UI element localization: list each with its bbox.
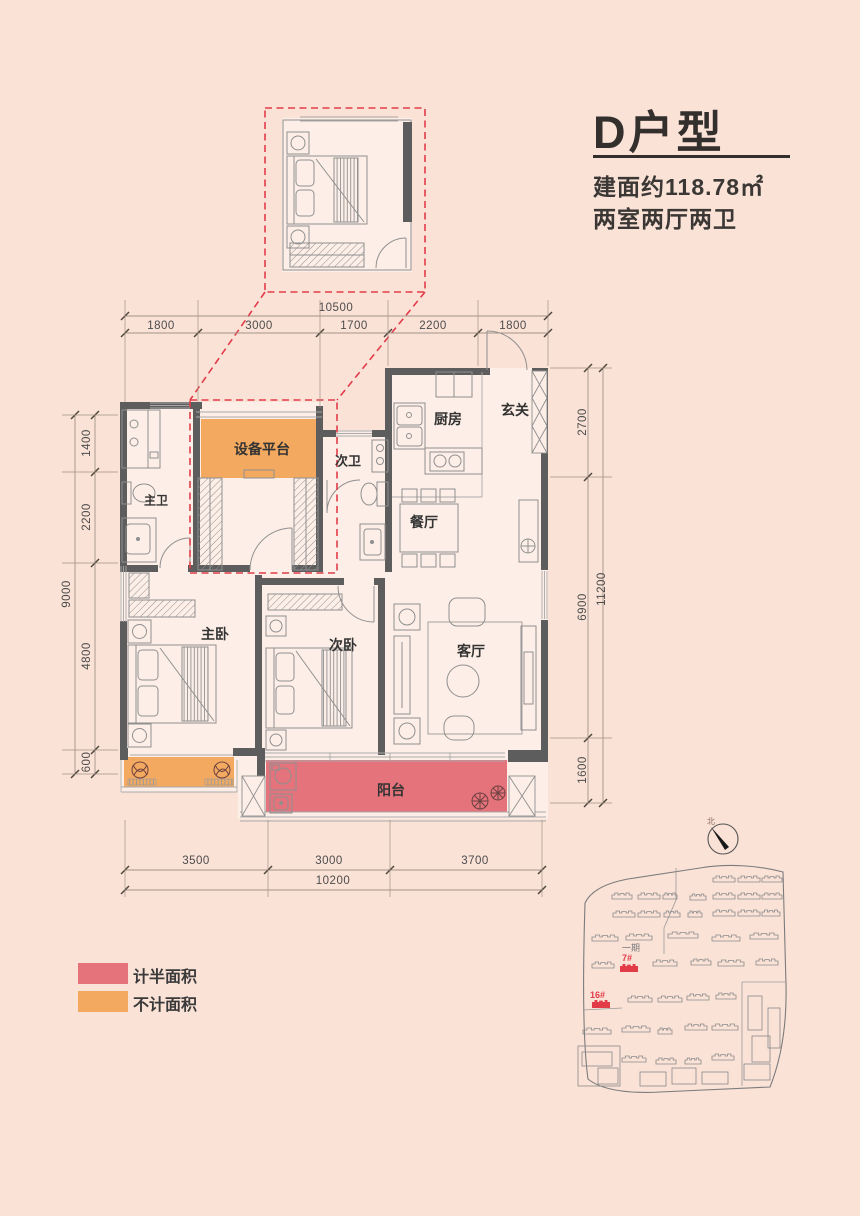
legend-label-excluded-area: 不计面积 <box>133 997 198 1014</box>
balcony-plant-1 <box>471 792 489 810</box>
callout-line-right <box>336 291 426 401</box>
dim-top-seg-0: 1800 <box>147 320 175 332</box>
dim-right-seg-1: 6900 <box>577 593 589 621</box>
balcony-column-left <box>241 775 266 817</box>
walkin-closet-furniture <box>197 469 319 571</box>
shaft-columns <box>241 370 548 817</box>
balcony-fixtures <box>269 762 297 814</box>
bay-plant-2 <box>213 761 231 779</box>
room-label-balcony: 阳台 <box>377 782 405 798</box>
second-bedroom-door <box>337 585 375 623</box>
site-roads <box>582 868 786 1086</box>
site-lowrise <box>639 1067 729 1087</box>
building-16-label: 16# <box>590 990 605 1000</box>
building-7-label: 7# <box>622 953 632 963</box>
dimension-lines <box>62 300 612 897</box>
dim-left-seg-3: 600 <box>81 751 93 773</box>
room-label-master-bedroom: 主卧 <box>201 626 229 642</box>
dim-top-seg-3: 2200 <box>419 320 447 332</box>
plan-callout-box <box>189 399 338 574</box>
entry-shaft <box>531 370 548 454</box>
phase-label: 一期 <box>622 943 640 953</box>
master-bath-window <box>150 402 190 409</box>
room-label-second-bedroom: 次卧 <box>329 637 357 653</box>
entry-cabinet <box>518 499 539 563</box>
dim-right-seg-0: 2700 <box>577 408 589 436</box>
dim-left-seg-2: 4800 <box>81 642 93 670</box>
master-bedroom-furniture <box>127 572 217 748</box>
platform-parapet <box>196 411 322 418</box>
dim-bottom-seg-0: 3500 <box>182 855 210 867</box>
room-label-master-bath: 主卫 <box>143 493 169 508</box>
page-title: D户型 <box>593 107 725 158</box>
dim-right-seg-2: 1600 <box>577 756 589 784</box>
legend-swatch-excluded-area <box>78 991 128 1012</box>
bay-plant-1 <box>131 761 149 779</box>
colored-zones <box>124 419 507 812</box>
site-boundary <box>583 864 787 1093</box>
living-room-furniture <box>393 597 537 745</box>
dim-left-seg-1: 2200 <box>81 503 93 531</box>
room-label-entry: 玄关 <box>501 402 529 418</box>
windows <box>120 372 548 822</box>
equipment-platform-zone <box>201 419 319 478</box>
room-label-living: 客厅 <box>457 643 485 659</box>
kitchen-fixtures <box>393 371 483 475</box>
dim-top-seg-4: 1800 <box>499 320 527 332</box>
balcony-sliding-door <box>265 752 505 762</box>
plants <box>131 761 506 810</box>
dim-right-total: 11200 <box>596 572 608 606</box>
legend-label-half-area: 计半面积 <box>133 969 198 986</box>
master-bath-fixtures <box>121 409 161 563</box>
room-label-dining: 餐厅 <box>410 514 438 530</box>
site-plan: 一期 7# 16# 北 <box>577 817 787 1093</box>
legend-swatch-half-area <box>78 963 128 984</box>
entry-door <box>486 330 528 371</box>
dim-bottom-seg-1: 3000 <box>315 855 343 867</box>
balcony-column-right <box>508 775 536 817</box>
balcony-plant-2 <box>490 785 506 801</box>
dim-bottom-total: 10200 <box>315 875 351 887</box>
site-compound-right <box>743 995 781 1081</box>
room-label-equipment-platform: 设备平台 <box>234 441 290 457</box>
unit-layout: 两室两厅两卫 <box>593 206 737 232</box>
balcony-zone <box>266 760 507 812</box>
dining-furniture <box>399 488 459 568</box>
dim-top-seg-2: 1700 <box>340 320 368 332</box>
detail-callout <box>282 116 412 271</box>
balcony-rail <box>240 811 546 822</box>
second-bath-window <box>336 430 372 437</box>
callout-dashes <box>189 107 426 574</box>
dim-bottom-seg-2: 3700 <box>461 855 489 867</box>
room-label-kitchen: 厨房 <box>434 411 462 427</box>
title-underline <box>593 155 790 158</box>
dim-top-seg-1: 3000 <box>245 320 273 332</box>
dim-left-seg-0: 1400 <box>81 429 93 457</box>
site-plan-buildings <box>582 875 783 1065</box>
bay-window-lines <box>120 760 238 793</box>
left-window <box>120 566 127 622</box>
dim-left-total: 9000 <box>61 580 73 608</box>
site-compound-left <box>577 1045 621 1087</box>
dim-top-total: 10500 <box>318 302 354 314</box>
unit-area: 建面约118.78㎡ <box>593 174 765 200</box>
room-label-second-bath: 次卫 <box>334 453 362 469</box>
second-bedroom-furniture <box>265 593 353 751</box>
compass-icon: 北 <box>707 817 739 855</box>
second-bath-fixtures <box>359 439 389 561</box>
north-label: 北 <box>707 817 715 826</box>
right-window <box>541 571 548 619</box>
closet-door <box>249 527 293 571</box>
callout-line-left <box>189 291 266 401</box>
detail-wall <box>403 122 412 222</box>
